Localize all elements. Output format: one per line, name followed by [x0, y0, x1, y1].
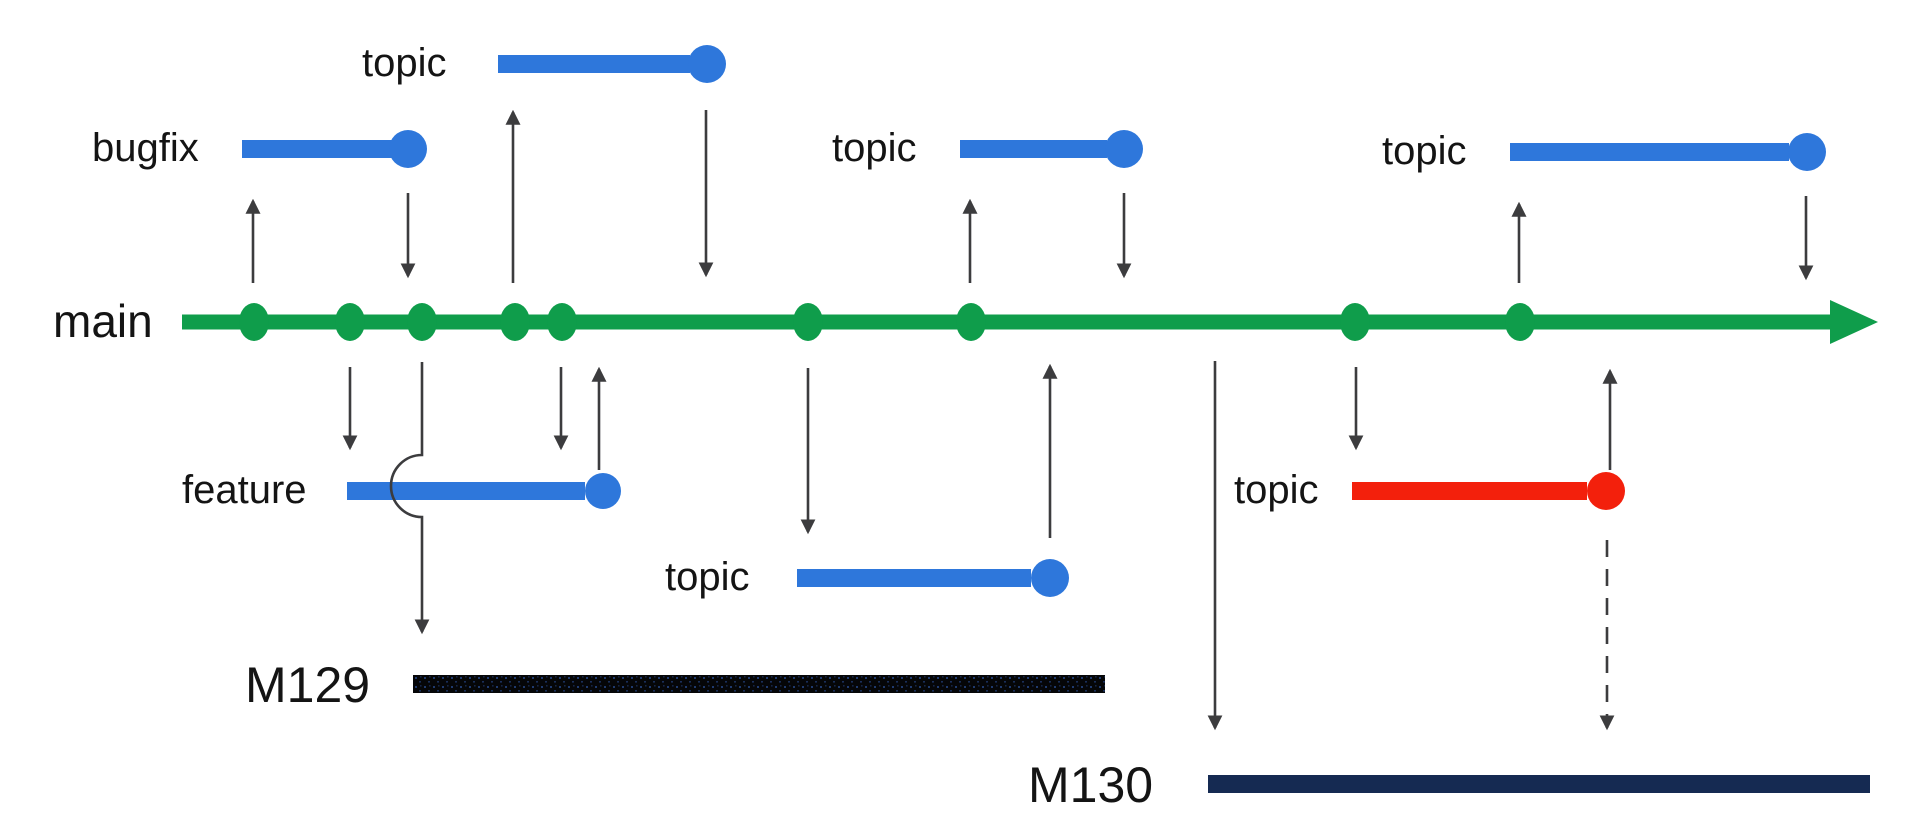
branch-label-bugfix: bugfix	[92, 126, 199, 170]
commit-dot	[239, 303, 269, 341]
branch-topic-mid: topic	[832, 126, 1143, 283]
branch-head-topic-red	[1587, 472, 1625, 510]
commit-dot	[547, 303, 577, 341]
branch-topic-right: topic	[1382, 129, 1826, 283]
commit-dot	[956, 303, 986, 341]
milestone-m129: M129	[245, 362, 1105, 713]
branch-head-topic-mid	[1105, 130, 1143, 168]
commit-dot	[500, 303, 530, 341]
milestone-bar-m130	[1208, 775, 1870, 793]
branch-topic-top: topic	[362, 41, 726, 283]
branch-bugfix: bugfix	[92, 126, 427, 283]
branch-head-feature	[585, 473, 621, 509]
branch-head-bugfix	[389, 130, 427, 168]
branch-label-topic-lower: topic	[665, 555, 750, 599]
branch-topic-red: topic	[1234, 367, 1625, 731]
branch-label-topic-top: topic	[362, 41, 447, 85]
arrow-main-to-m129-with-hop	[389, 362, 430, 635]
branch-head-topic-lower	[1031, 559, 1069, 597]
commit-dot	[1340, 303, 1370, 341]
branch-feature: feature	[182, 366, 621, 512]
branch-label-main: main	[53, 295, 153, 347]
commit-dot	[407, 303, 437, 341]
commit-dot	[335, 303, 365, 341]
main-branch-arrowhead	[1830, 300, 1878, 344]
branch-label-topic-mid: topic	[832, 126, 917, 170]
milestone-label-m130: M130	[1028, 757, 1153, 813]
milestone-bar-m129	[413, 675, 1105, 693]
branch-head-topic-right	[1788, 133, 1826, 171]
milestone-label-m129: M129	[245, 657, 370, 713]
commit-dot	[1505, 303, 1535, 341]
branch-main: main	[53, 295, 1878, 347]
milestone-m130: M130	[1028, 361, 1870, 813]
branch-label-feature: feature	[182, 468, 307, 512]
commit-dot	[793, 303, 823, 341]
branch-head-topic-top	[688, 45, 726, 83]
branch-label-topic-right: topic	[1382, 129, 1467, 173]
branch-label-topic-red: topic	[1234, 468, 1319, 512]
branch-topic-lower: topic	[665, 363, 1069, 599]
